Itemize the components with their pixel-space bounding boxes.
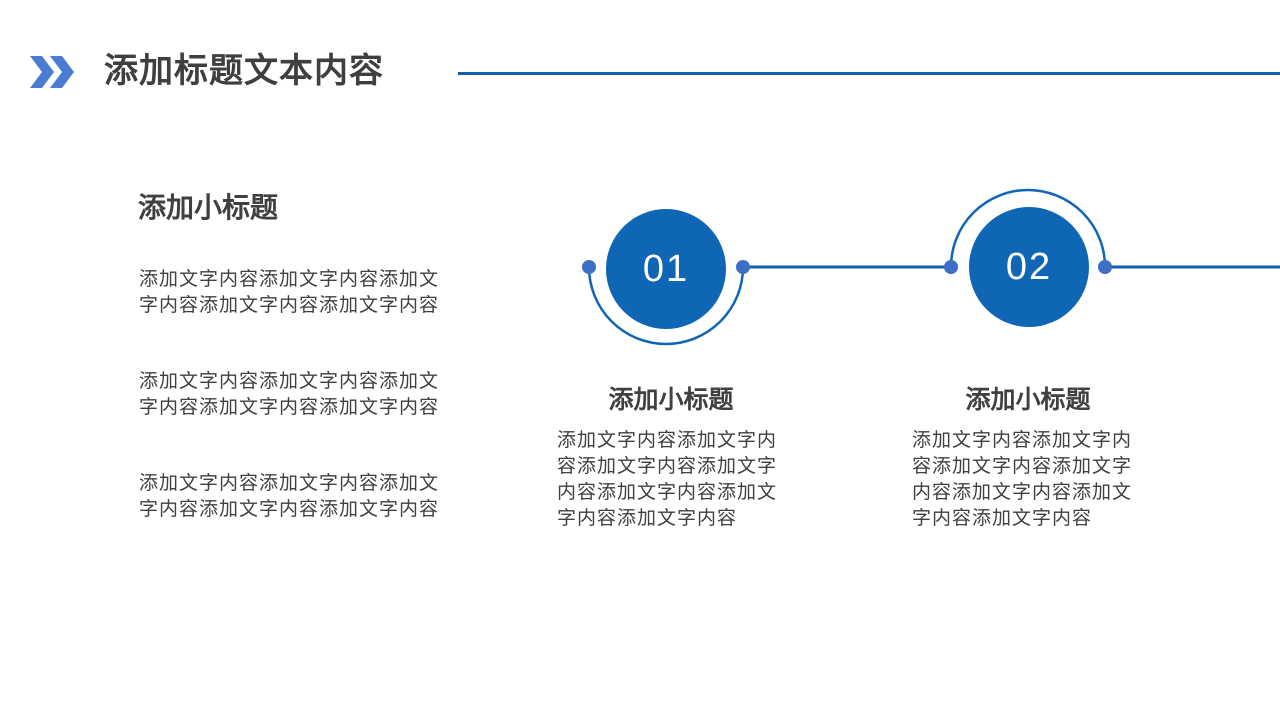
step-2-heading: 添加小标题	[965, 385, 1091, 414]
step-1-dot-right	[736, 260, 750, 274]
left-paragraph-2: 添加文字内容添加文字内容添加文字内容添加文字内容添加文字内容	[139, 370, 440, 418]
step-1-heading: 添加小标题	[608, 385, 734, 414]
step-2-number: 02	[1005, 246, 1053, 288]
step-1-circle	[606, 209, 726, 329]
left-paragraph-3: 添加文字内容添加文字内容添加文字内容添加文字内容添加文字内容	[139, 472, 440, 520]
double-chevron-icon	[30, 56, 74, 88]
page-title: 添加标题文本内容	[104, 51, 384, 91]
left-subheading: 添加小标题	[138, 191, 279, 224]
header-divider	[458, 72, 1280, 75]
step-2-body: 添加文字内容添加文字内容添加文字内容添加文字内容添加文字内容添加文字内容添加文字…	[912, 429, 1133, 529]
step-1-arc	[587, 266, 745, 346]
step-1-number: 01	[642, 248, 690, 290]
step-2-dot-left	[944, 260, 958, 274]
step-1-body: 添加文字内容添加文字内容添加文字内容添加文字内容添加文字内容添加文字内容添加文字…	[557, 429, 778, 529]
step-2-circle	[969, 207, 1089, 327]
step-2-dot-right	[1098, 260, 1112, 274]
step-2-arc	[949, 188, 1107, 268]
step-1-dot-left	[582, 260, 596, 274]
left-paragraph-1: 添加文字内容添加文字内容添加文字内容添加文字内容添加文字内容	[139, 268, 440, 316]
